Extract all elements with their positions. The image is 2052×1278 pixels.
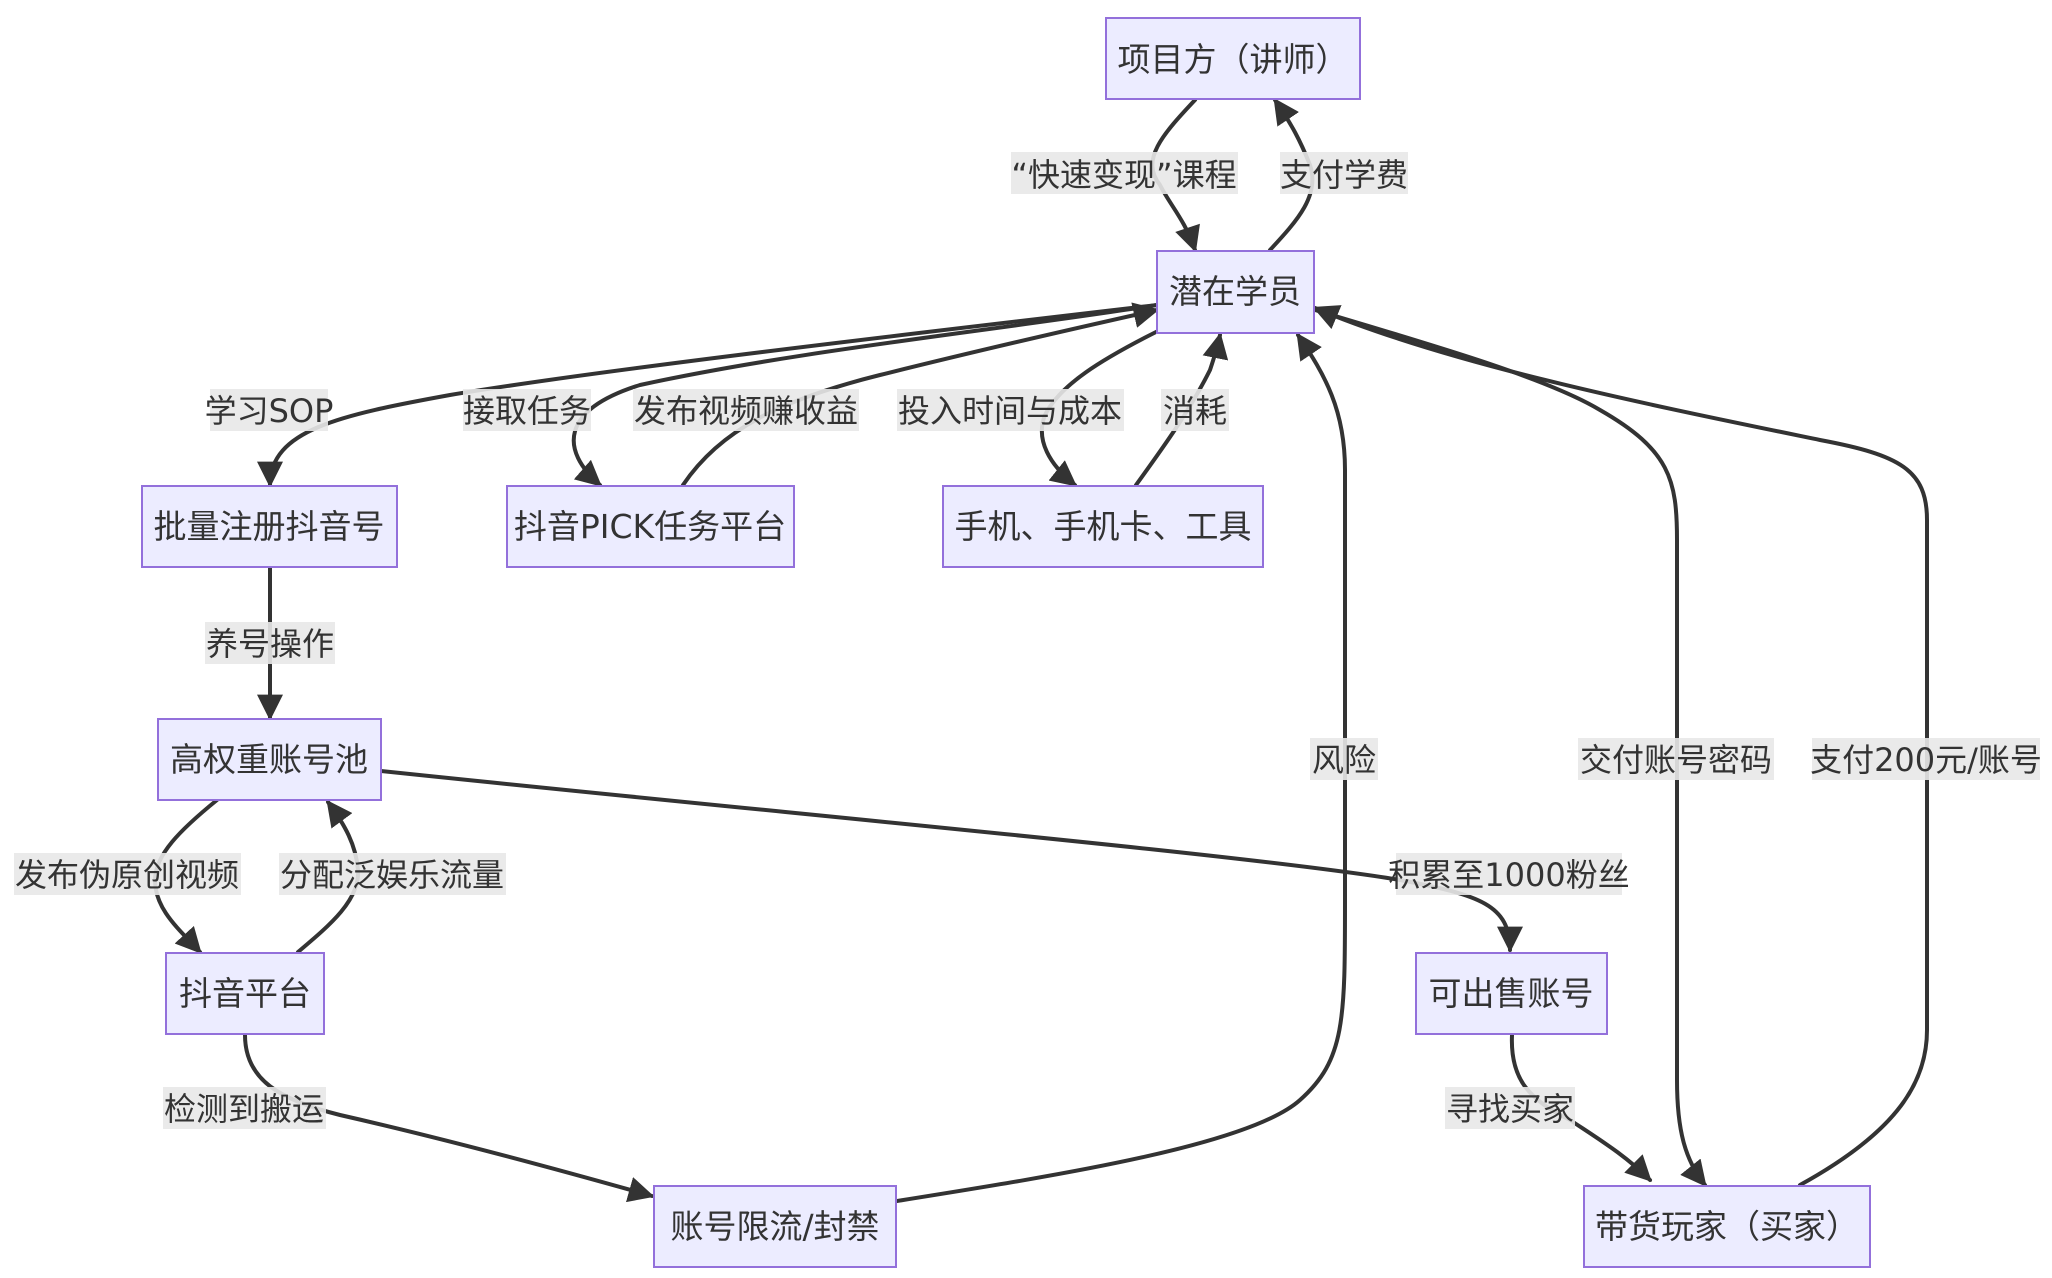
svg-text:风险: 风险	[1312, 741, 1376, 779]
edge-label-learn-sop: 学习SOP	[205, 389, 334, 431]
edge-consume	[1134, 332, 1229, 487]
edge-label-pay: 支付200元/账号	[1810, 738, 2042, 780]
edge-take-task	[571, 303, 1159, 487]
svg-text:投入时间与成本: 投入时间与成本	[898, 392, 1122, 430]
edge-label-take-task: 接取任务	[463, 389, 591, 431]
svg-text:抖音平台: 抖音平台	[179, 974, 311, 1013]
svg-text:消耗: 消耗	[1163, 392, 1227, 430]
edge-label-risk: 风险	[1310, 738, 1378, 780]
edge-labels: “快速变现”课程 支付学费 学习SOP 接取任务 发布视频赚收益 投入时间与成本…	[14, 152, 2042, 1129]
node-project: 项目方（讲师）	[1105, 17, 1361, 100]
svg-text:交付账号密码: 交付账号密码	[1580, 741, 1772, 779]
svg-text:带货玩家（买家）: 带货玩家（买家）	[1595, 1207, 1859, 1246]
edge-label-find-buyer: 寻找买家	[1445, 1087, 1575, 1129]
svg-text:支付学费: 支付学费	[1280, 156, 1408, 194]
edge-label-consume: 消耗	[1161, 389, 1229, 431]
node-sellable: 可出售账号	[1415, 952, 1608, 1035]
edge-label-deliver: 交付账号密码	[1578, 738, 1774, 780]
edge-learn-sop	[257, 303, 1159, 488]
edge-pay	[1312, 305, 1929, 1187]
svg-text:项目方（讲师）: 项目方（讲师）	[1118, 40, 1349, 79]
svg-text:可出售账号: 可出售账号	[1429, 974, 1594, 1013]
edge-label-invest: 投入时间与成本	[897, 389, 1124, 431]
svg-text:手机、手机卡、工具: 手机、手机卡、工具	[955, 507, 1252, 546]
svg-text:批量注册抖音号: 批量注册抖音号	[154, 507, 385, 546]
svg-text:养号操作: 养号操作	[206, 625, 334, 663]
svg-text:发布视频赚收益: 发布视频赚收益	[634, 392, 858, 430]
edge-label-detect: 检测到搬运	[163, 1087, 326, 1129]
svg-text:接取任务: 接取任务	[463, 392, 591, 430]
svg-text:发布伪原创视频: 发布伪原创视频	[15, 856, 239, 894]
svg-text:账号限流/封禁: 账号限流/封禁	[670, 1207, 879, 1246]
edge-deliver	[1313, 308, 1707, 1188]
edge-earn	[681, 302, 1160, 487]
svg-text:分配泛娱乐流量: 分配泛娱乐流量	[280, 856, 504, 894]
svg-text:抖音PICK任务平台: 抖音PICK任务平台	[514, 507, 786, 546]
edge-accumulate	[379, 769, 1523, 953]
svg-text:支付200元/账号: 支付200元/账号	[1810, 741, 2042, 779]
edge-label-tuition: 支付学费	[1280, 152, 1408, 194]
edge-label-nurture: 养号操作	[205, 622, 335, 664]
svg-text:“快速变现”课程: “快速变现”课程	[1011, 156, 1236, 194]
node-register: 批量注册抖音号	[141, 485, 398, 568]
svg-text:检测到搬运: 检测到搬运	[164, 1090, 324, 1128]
node-banned: 账号限流/封禁	[653, 1185, 897, 1268]
node-pick: 抖音PICK任务平台	[506, 485, 795, 568]
node-buyer: 带货玩家（买家）	[1583, 1185, 1871, 1268]
edge-label-traffic: 分配泛娱乐流量	[279, 853, 506, 895]
edges	[153, 97, 1929, 1203]
svg-text:学习SOP: 学习SOP	[205, 392, 334, 430]
edge-label-course: “快速变现”课程	[1011, 152, 1238, 194]
svg-text:潜在学员: 潜在学员	[1169, 272, 1301, 311]
node-student: 潜在学员	[1156, 250, 1315, 334]
svg-text:高权重账号池: 高权重账号池	[170, 740, 368, 779]
node-pool: 高权重账号池	[157, 718, 382, 801]
edge-risk	[895, 332, 1347, 1203]
edge-detect	[243, 1033, 655, 1203]
node-douyin: 抖音平台	[165, 952, 325, 1035]
nodes: 项目方（讲师） 潜在学员 批量注册抖音号 抖音PICK任务平台 手机、手机卡、工…	[141, 17, 1871, 1268]
edge-label-earn: 发布视频赚收益	[633, 389, 859, 431]
svg-text:积累至1000粉丝: 积累至1000粉丝	[1388, 856, 1629, 894]
node-phone: 手机、手机卡、工具	[942, 485, 1264, 568]
svg-text:寻找买家: 寻找买家	[1446, 1090, 1574, 1128]
edge-label-fake-video: 发布伪原创视频	[14, 853, 241, 895]
edge-label-accumulate: 积累至1000粉丝	[1388, 853, 1630, 895]
